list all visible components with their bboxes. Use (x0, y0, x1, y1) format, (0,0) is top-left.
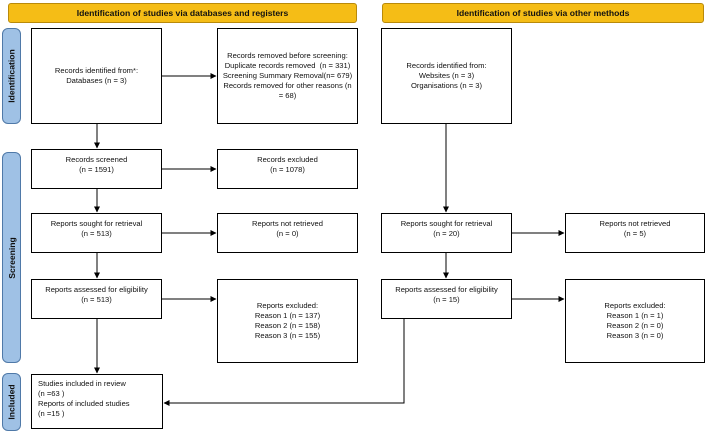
box-text: Duplicate records removed (n = 331) (224, 61, 351, 71)
records-screened-box: Records screened (n = 1591) (31, 149, 162, 189)
studies-included-box: Studies included in review (n =63 ) Repo… (31, 374, 163, 429)
box-text: Databases (n = 3) (66, 76, 127, 85)
box-text: (n = 513) (81, 294, 112, 304)
box-text: Reports sought for retrieval (50, 219, 143, 228)
box-text: Reports excluded: (256, 301, 319, 311)
box-text: Records removed before screening: (227, 51, 348, 61)
box-text: (n = 15) (433, 294, 460, 304)
box-text: (n = 1078) (270, 164, 305, 174)
records-excluded-box: Records excluded (n = 1078) (217, 149, 358, 189)
reports-not-retrieved-other-box: Reports not retrieved (n = 5) (565, 213, 705, 253)
box-text: (n = 1591) (79, 164, 114, 174)
reports-assessed-other-box: Reports assessed for eligibility (n = 15… (381, 279, 512, 319)
screening-phase-label: Screening (2, 152, 21, 363)
box-text: Records removed for other reasons (n = 6… (223, 80, 354, 100)
box-text: Studies included in review (38, 379, 126, 388)
reports-excluded-other-box: Reports excluded: Reason 1 (n = 1) Reaso… (565, 279, 705, 363)
box-text: Reports not retrieved (599, 219, 671, 228)
box-text: Reason 2 (n = 158) (254, 321, 321, 330)
box-text: Reports assessed for eligibility (395, 285, 498, 294)
databases-header: Identification of studies via databases … (8, 3, 357, 23)
records-identified-databases-box: Records identified from*: Databases (n =… (31, 28, 162, 124)
box-text: Screening Summary Removal(n= 679) (222, 71, 353, 81)
box-text: (n =63 ) (38, 388, 65, 398)
identification-phase-label: Identification (2, 28, 21, 124)
box-text: Reason 1 (n = 1) (606, 311, 664, 321)
box-text: Records identified from: (406, 61, 487, 71)
box-text: Websites (n = 3) (418, 71, 475, 81)
records-removed-box: Records removed before screening: Duplic… (217, 28, 358, 124)
box-text: Records excluded (257, 155, 318, 164)
box-text: Records screened (65, 155, 128, 164)
reports-sought-databases-box: Reports sought for retrieval (n = 513) (31, 213, 162, 253)
box-text: (n = 513) (81, 228, 112, 238)
box-text: Reason 2 (n = 0) (606, 321, 664, 330)
box-text: Reports assessed for eligibility (45, 285, 148, 294)
box-text: Records identified from*: (54, 66, 139, 76)
reports-sought-other-box: Reports sought for retrieval (n = 20) (381, 213, 512, 253)
box-text: Reports excluded: (604, 301, 666, 311)
other-methods-header: Identification of studies via other meth… (382, 3, 704, 23)
box-text: (n = 5) (623, 228, 647, 238)
box-text: Reason 1 (n = 137) (254, 311, 321, 321)
box-text: Reports not retrieved (252, 219, 323, 228)
reports-excluded-databases-box: Reports excluded: Reason 1 (n = 137) Rea… (217, 279, 358, 363)
box-text: Organisations (n = 3) (410, 80, 483, 90)
box-text: Reports of included studies (38, 398, 130, 408)
box-text: (n =15 ) (38, 408, 65, 418)
box-text: Reports sought for retrieval (400, 219, 493, 228)
arrow-other-assessed-to-included (163, 319, 405, 406)
box-text: Reason 3 (n = 155) (254, 330, 321, 340)
box-text: (n = 20) (433, 228, 460, 238)
box-text: (n = 0) (276, 228, 299, 238)
reports-assessed-databases-box: Reports assessed for eligibility (n = 51… (31, 279, 162, 319)
records-identified-other-box: Records identified from: Websites (n = 3… (381, 28, 512, 124)
included-phase-label: Included (2, 373, 21, 431)
box-text: Reason 3 (n = 0) (606, 330, 664, 340)
reports-not-retrieved-databases-box: Reports not retrieved (n = 0) (217, 213, 358, 253)
